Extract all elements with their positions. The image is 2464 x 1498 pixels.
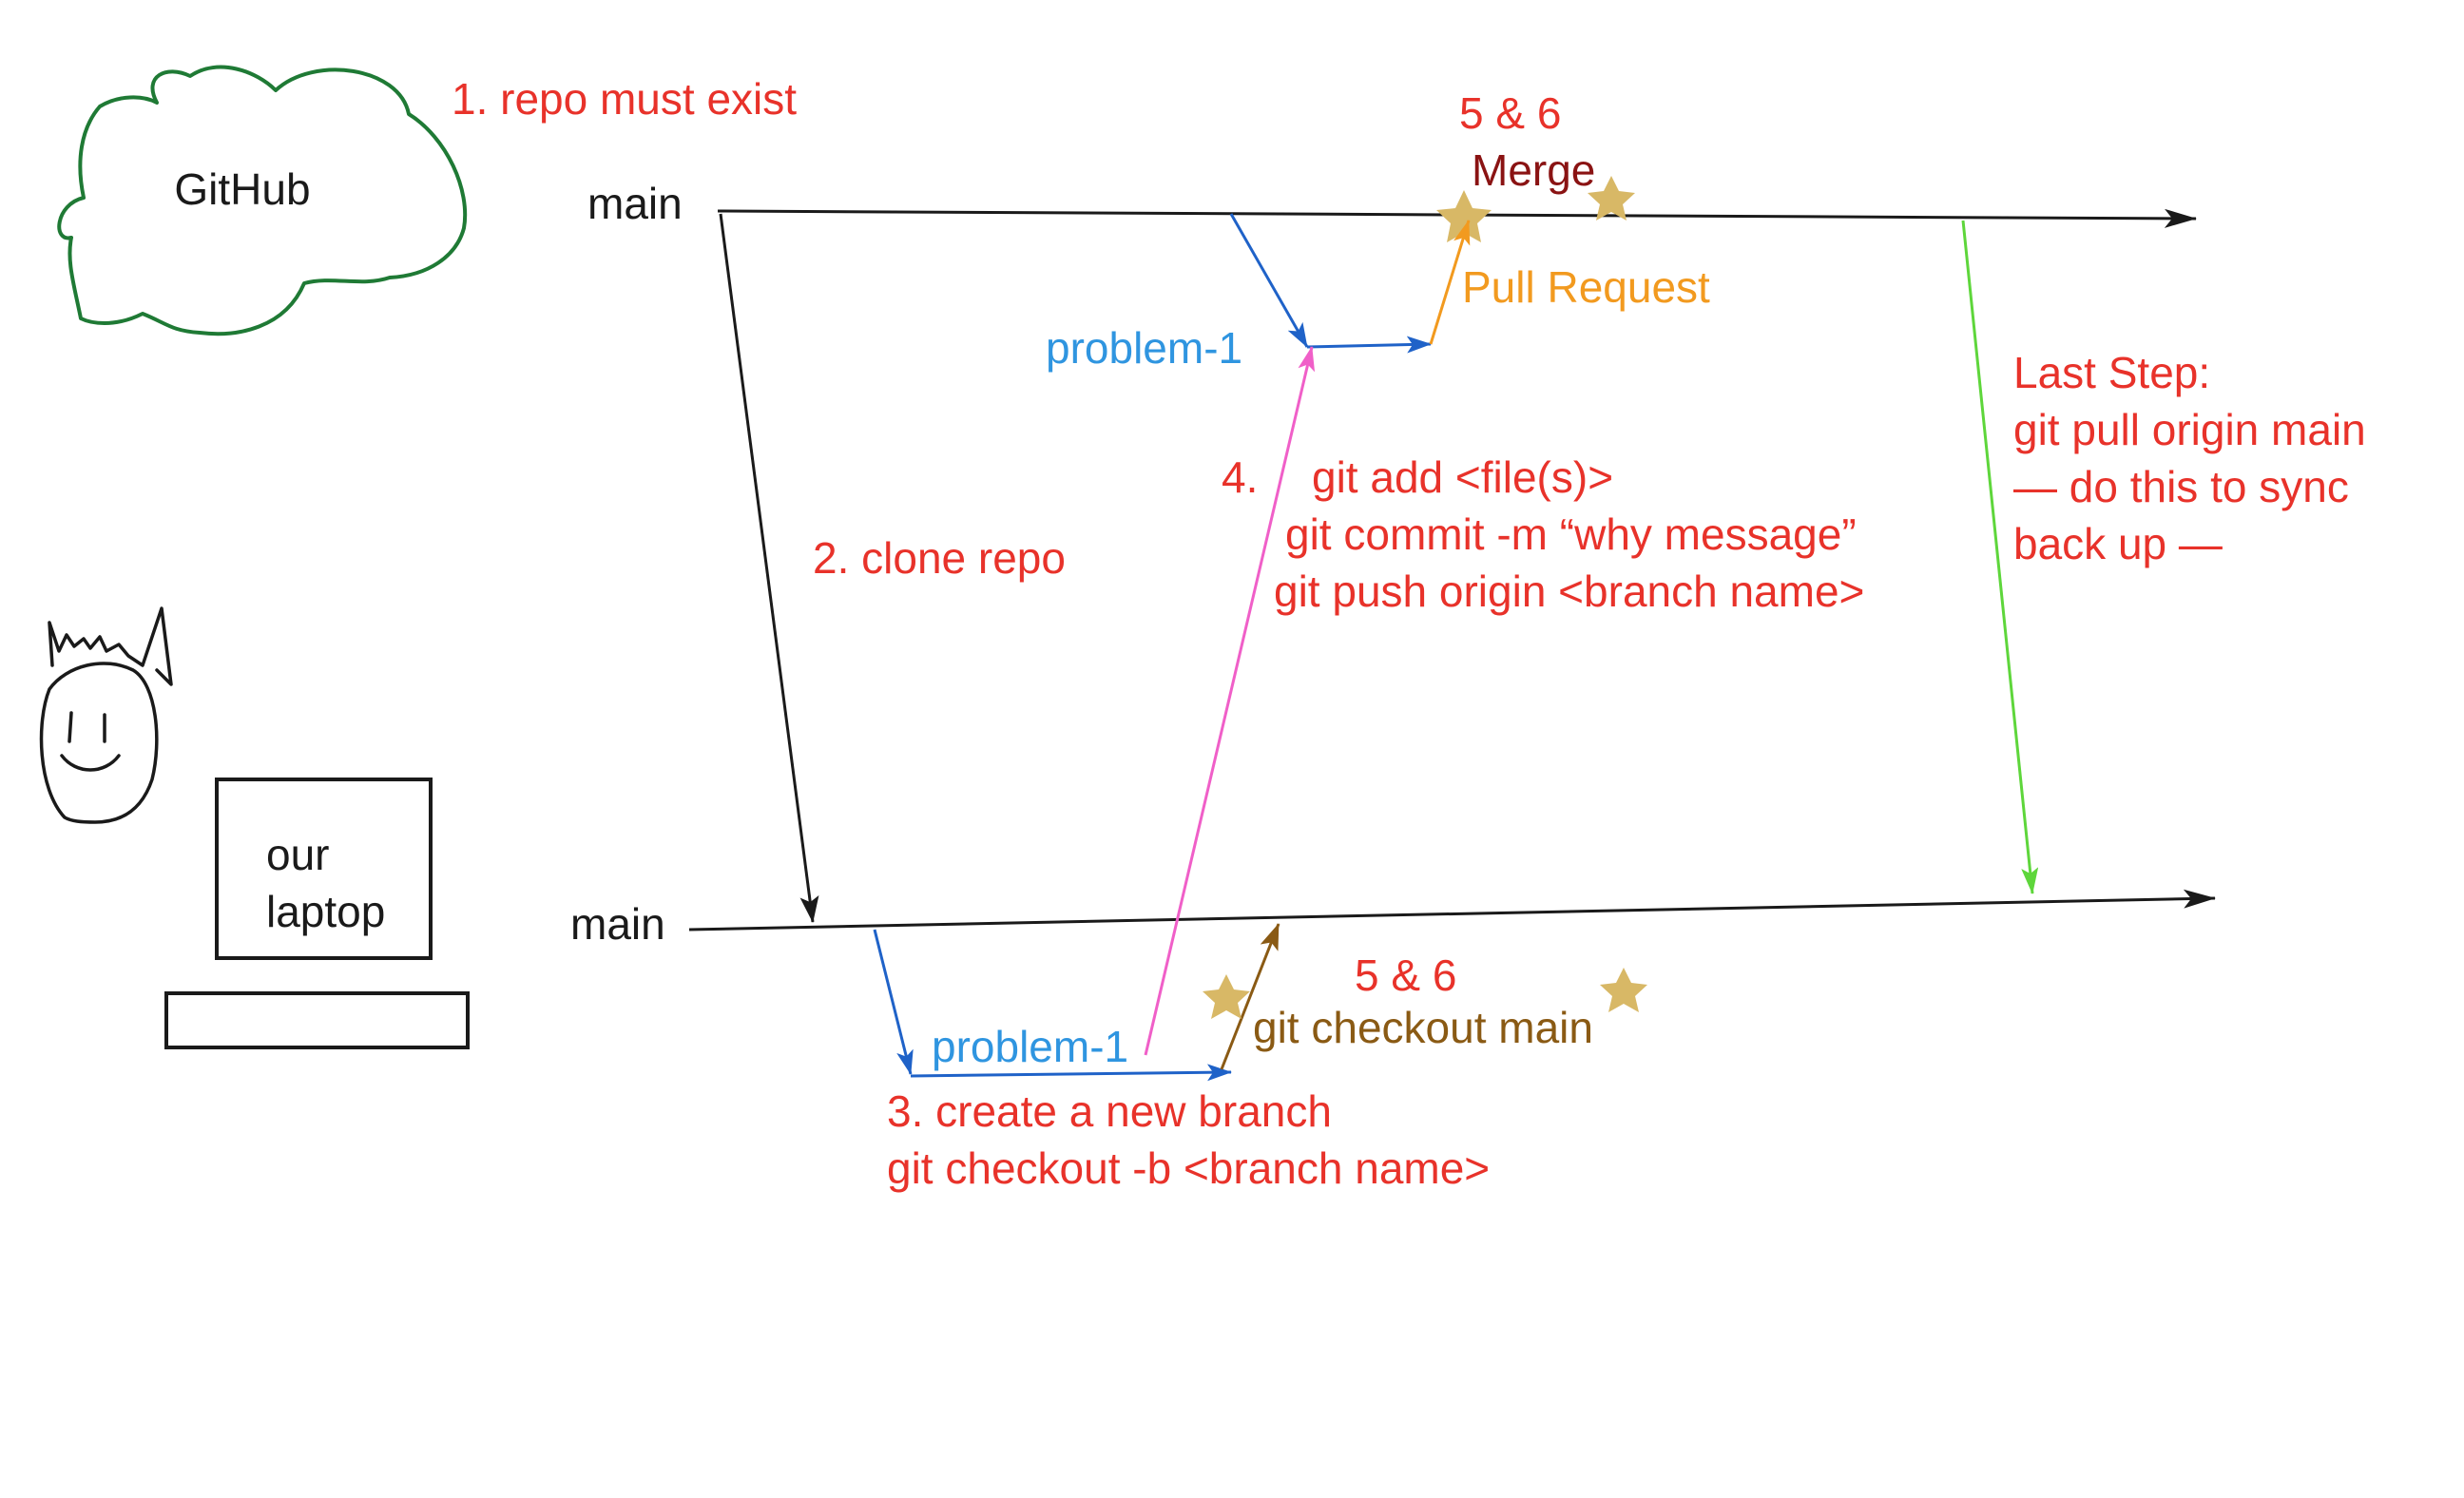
laptop-label-line2: laptop [266,887,385,936]
last-step-line4: back up — [2013,519,2223,568]
checkout-label: git checkout main [1253,1003,1593,1052]
stick-face-icon [39,606,173,824]
local-main-label: main [570,899,665,949]
step4-line1: git add <file(s)> [1312,452,1613,502]
merge-label: Merge [1472,145,1595,195]
last-step-line1: Last Step: [2013,348,2210,397]
remote-branch-label: problem-1 [1046,323,1242,373]
laptop-keyboard [164,991,470,1049]
github-label: GitHub [174,164,310,214]
step4-line2: git commit -m “why message” [1285,509,1857,559]
checkout-step-label: 5 & 6 [1355,951,1456,1000]
step1-label: 1. repo must exist [452,74,797,124]
step4-line3: git push origin <branch name> [1274,567,1864,616]
laptop-screen [215,778,433,960]
step4-number: 4. [1222,452,1258,502]
merge-step-label: 5 & 6 [1459,88,1561,138]
checkout-main-arrow [1220,923,1280,1070]
push-arrow [1144,346,1316,1056]
local-branch-out-arrow [873,929,914,1075]
remote-main-label: main [587,179,683,228]
pull-request-arrow [1429,220,1471,345]
star-icon [1436,190,1492,242]
cloud-icon [57,65,468,336]
local-branch-label: problem-1 [932,1022,1128,1071]
remote-branch-out-arrow [1229,213,1309,348]
clone-arrow [719,213,819,923]
pull-request-label: Pull Request [1462,262,1710,312]
last-step-line3: — do this to sync [2013,462,2349,511]
step3-line2: git checkout -b <branch name> [887,1143,1490,1193]
remote-branch-line [1306,336,1432,354]
star-icon [1203,974,1250,1019]
sync-pull-arrow [1961,220,2039,894]
star-icon [1588,176,1635,221]
star-icon [1600,968,1647,1012]
clone-step-label: 2. clone repo [813,533,1066,583]
local-main-line [688,889,2216,931]
local-branch-line [910,1064,1232,1082]
laptop-icon [164,778,470,1049]
last-step-line2: git pull origin main [2013,405,2366,454]
step3-line1: 3. create a new branch [887,1086,1332,1136]
laptop-label-line1: our [266,830,329,879]
